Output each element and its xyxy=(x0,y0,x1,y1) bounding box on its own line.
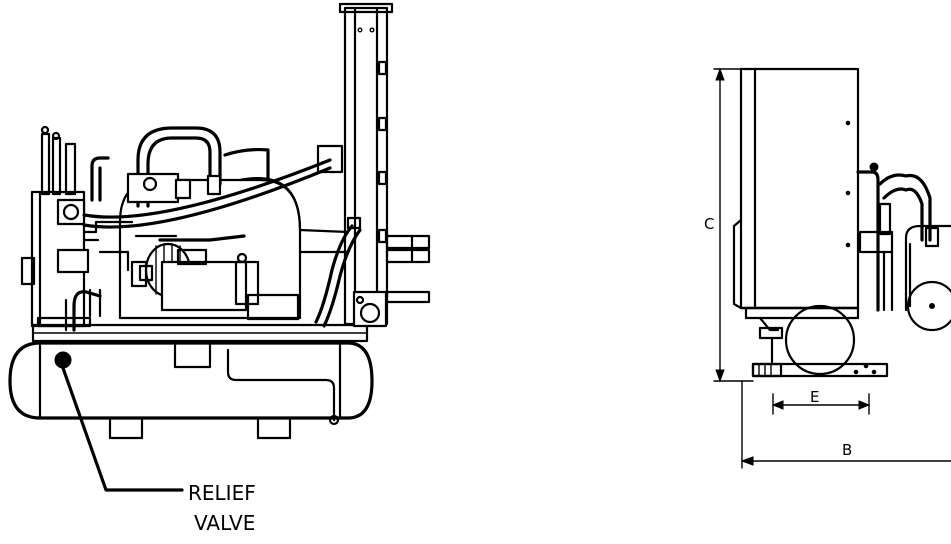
dimension-label-c: C xyxy=(704,215,714,233)
end-view-base xyxy=(751,362,889,378)
dimension-label-e: E xyxy=(810,388,819,406)
left-panel xyxy=(20,125,102,332)
top-piping-loops xyxy=(126,126,270,208)
relief-valve-icon xyxy=(54,351,72,369)
end-elevation-view: C E B xyxy=(704,67,951,469)
piping-network xyxy=(82,144,344,318)
vertical-condenser xyxy=(338,2,431,328)
dimension-label-b: B xyxy=(842,441,852,459)
dimension-inner-width: E xyxy=(771,388,871,415)
dimension-overall-width: B xyxy=(740,380,951,469)
relief-valve-label-line2: VALVE xyxy=(194,511,255,535)
relief-valve-leader-line xyxy=(61,366,184,492)
relief-valve-label-line1: RELIEF xyxy=(188,481,256,505)
side-elevation-view: RELIEF VALVE xyxy=(8,2,431,535)
condenser-cabinet xyxy=(732,67,860,310)
receiver-tank xyxy=(8,341,374,426)
dimension-height: C xyxy=(704,67,754,383)
end-view-piping xyxy=(856,162,932,312)
end-view-receiver xyxy=(744,304,860,376)
end-view-compressor xyxy=(904,224,951,332)
tank-feet xyxy=(108,416,292,440)
compressor xyxy=(118,176,350,321)
